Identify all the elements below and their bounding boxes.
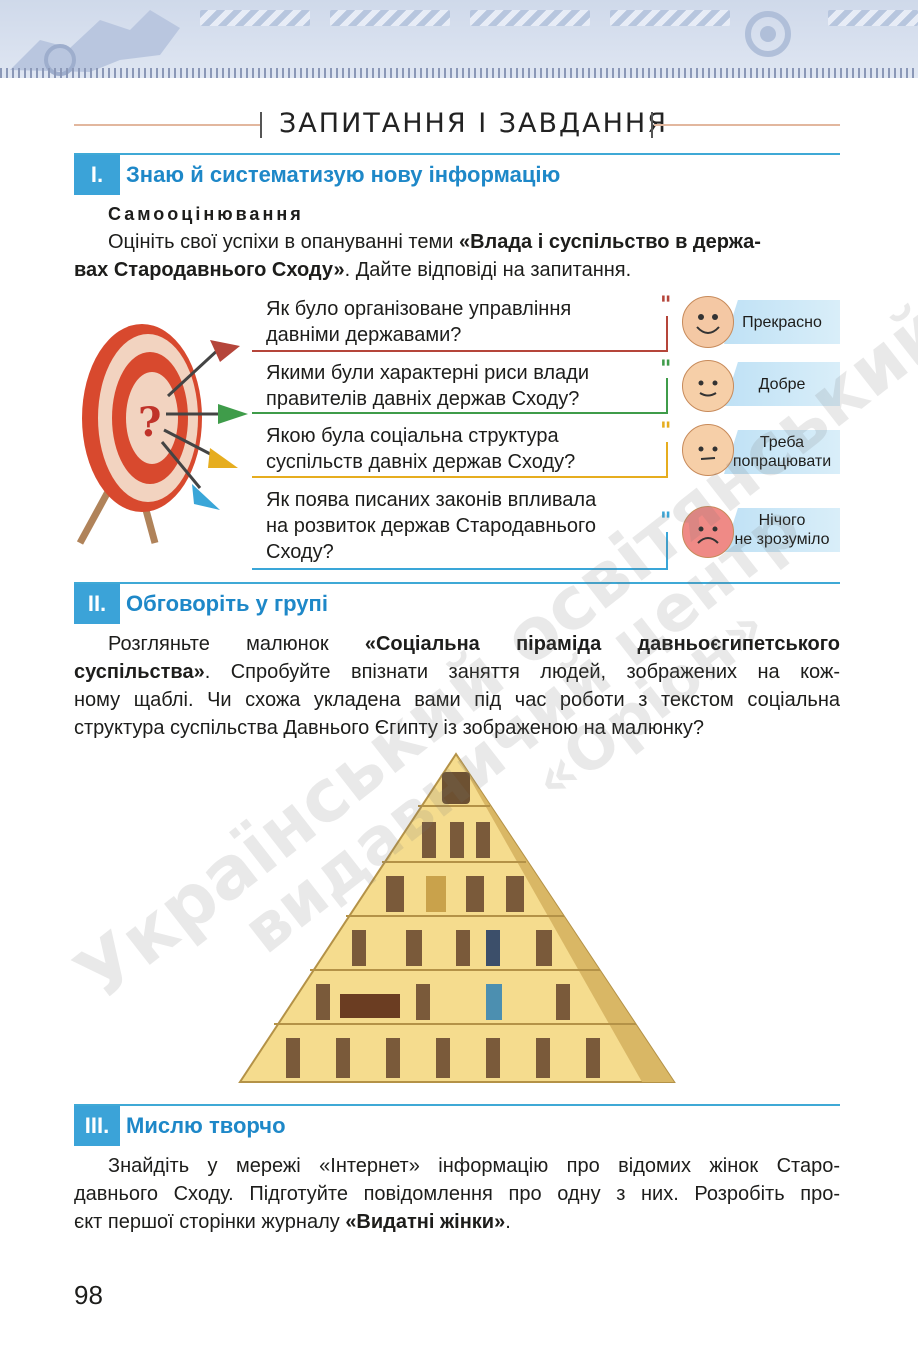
quote-mark: " (660, 356, 672, 382)
section-title: Знаю й систематизую нову інформацію (126, 162, 561, 187)
header-banner (0, 0, 918, 78)
quote-mark: " (660, 292, 672, 318)
quote-mark: " (660, 508, 672, 534)
question-underline (252, 568, 668, 570)
sun-emblem-icon (745, 11, 791, 57)
ornament-strip (610, 10, 730, 26)
page-title: ЗАПИТАННЯ І ЗАВДАННЯ (279, 108, 668, 139)
happy-face-icon (682, 296, 734, 348)
social-pyramid-illustration (238, 752, 676, 1083)
question-mark: ? (138, 399, 161, 446)
section-title: Обговоріть у групі (126, 591, 328, 616)
section-number: III. (74, 1106, 120, 1146)
question-1: Як було організоване управління давніми … (266, 298, 572, 346)
ornament-strip (200, 10, 310, 26)
page-title-row: ЗАПИТАННЯ І ЗАВДАННЯ (74, 104, 840, 144)
rating-good: Добре (724, 362, 840, 406)
sad-face-icon (682, 506, 734, 558)
question-3: Якою була соціальна структура суспільств… (266, 425, 576, 473)
chariot-illustration (10, 10, 180, 76)
question-underline (252, 350, 668, 352)
banner-hatch (0, 68, 918, 78)
question-underline (252, 476, 668, 478)
page-number: 98 (74, 1280, 103, 1310)
ornament-strip (470, 10, 590, 26)
section-title: Мислю творчо (126, 1113, 286, 1138)
question-underline (252, 412, 668, 414)
section-number: II. (74, 584, 120, 624)
rating-excellent: Прекрасно (724, 300, 840, 344)
ornament-strip (330, 10, 450, 26)
section3-paragraph: Знайдіть у мережі «Інтернет» інформацію … (74, 1155, 840, 1233)
smile-face-icon (682, 360, 734, 412)
section-divider (74, 153, 840, 155)
intro-paragraph: Оцініть свої успіхи в опануванні теми «В… (74, 231, 761, 281)
target-illustration: ? (76, 324, 248, 545)
ornament-strip (828, 10, 918, 26)
question-4: Як поява писаних законів впливала на роз… (266, 489, 597, 563)
quote-mark: " (660, 418, 672, 444)
subheading: Самооцінювання (108, 204, 304, 224)
section-divider (74, 1104, 840, 1106)
section-divider (74, 582, 840, 584)
section-number: I. (74, 155, 120, 195)
section2-paragraph: Розгляньте малюнок «Соціальна піраміда д… (74, 633, 840, 739)
thinking-face-icon (682, 424, 734, 476)
question-2: Якими були характерні риси влади правите… (266, 362, 589, 410)
